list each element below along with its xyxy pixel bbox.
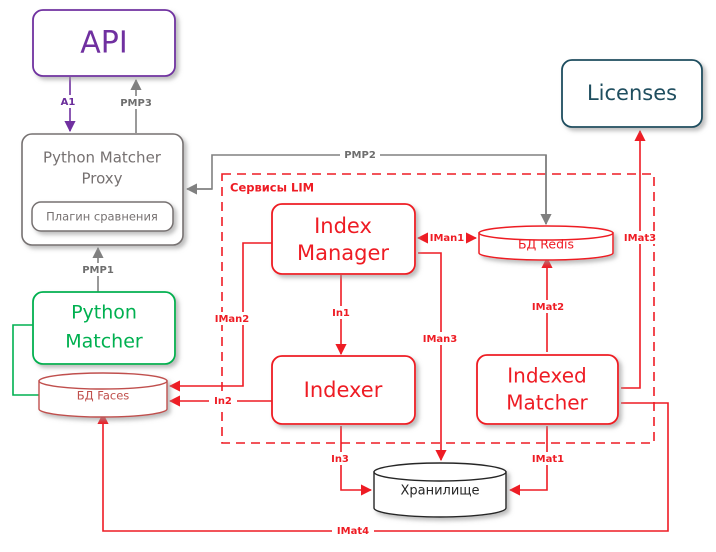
node-python-matcher-label-line2: Matcher: [65, 331, 143, 353]
node-db-redis-label: БД Redis: [518, 237, 574, 252]
edge-label-pmp3: PMP3: [120, 98, 152, 109]
edge-label-in2: In2: [214, 396, 232, 407]
node-index-manager-label-line2: Manager: [297, 241, 389, 265]
node-api[interactable]: [32, 9, 176, 77]
node-python-matcher-label-line1: Python: [71, 302, 137, 324]
edge-in2: In2: [168, 395, 272, 408]
edge-pmp1: PMP1: [79, 246, 117, 292]
node-index-manager[interactable]: [271, 203, 416, 275]
edge-label-iman2: IMan2: [215, 314, 250, 325]
edge-iman2: IMan2: [168, 242, 272, 392]
node-licenses[interactable]: [561, 59, 703, 128]
node-storage-label: Хранилище: [400, 484, 479, 499]
edge-label-iman1: IMan1: [430, 233, 465, 244]
node-indexed-matcher-label-line1: Indexed: [507, 364, 586, 388]
edge-in1: In1: [328, 275, 356, 356]
edge-label-pmp1: PMP1: [82, 265, 114, 276]
node-proxy-label-line1: Python Matcher: [43, 149, 162, 167]
edge-iman1: IMan1: [416, 231, 478, 244]
node-indexed-matcher-label-line2: Matcher: [506, 391, 588, 415]
node-plugin-sravneniya[interactable]: [31, 201, 174, 232]
group-title-bg: [228, 180, 312, 195]
edge-label-a1: A1: [61, 97, 76, 108]
edge-imat1: IMat1: [508, 426, 568, 496]
edge-label-pmp2: PMP2: [344, 150, 376, 161]
node-db-faces[interactable]: [38, 372, 168, 418]
edge-pmp2: PMP2: [185, 148, 552, 226]
edge-iman3: IMan3: [418, 252, 461, 462]
edge-label-in3: In3: [331, 454, 349, 465]
node-python-matcher[interactable]: [32, 291, 176, 365]
edge-label-iman3: IMan3: [423, 334, 458, 345]
edge-in3: In3: [326, 426, 373, 496]
node-storage[interactable]: [373, 462, 507, 518]
node-proxy-label-line2: Proxy: [81, 170, 122, 188]
edge-label-in1: In1: [332, 308, 350, 319]
node-indexed-matcher[interactable]: [476, 354, 619, 425]
edge-label-imat3: IMat3: [624, 233, 656, 244]
node-indexer-label: Indexer: [304, 378, 383, 402]
node-index-manager-label-line1: Index: [314, 214, 372, 238]
edge-pmp3: PMP3: [117, 78, 155, 133]
edge-label-imat1: IMat1: [532, 454, 564, 465]
node-indexer[interactable]: [271, 355, 416, 425]
group-title: Сервисы LIM: [230, 181, 314, 195]
node-api-label: API: [80, 26, 127, 61]
edge-imat3: IMat3: [620, 129, 660, 389]
node-licenses-label: Licenses: [587, 81, 677, 105]
edge-label-imat4: IMat4: [337, 526, 369, 537]
node-db-redis[interactable]: [478, 225, 614, 261]
node-plugin-label: Плагин сравнения: [46, 210, 158, 224]
edge-a1: A1: [55, 77, 81, 133]
edge-label-imat2: IMat2: [532, 302, 564, 313]
node-db-faces-label: БД Faces: [77, 389, 130, 403]
edge-imat2: IMat2: [528, 256, 568, 352]
edge-imat4: IMat4: [97, 402, 669, 538]
group-border: [221, 173, 655, 444]
group-lim-services: Сервисы LIM: [221, 173, 655, 444]
